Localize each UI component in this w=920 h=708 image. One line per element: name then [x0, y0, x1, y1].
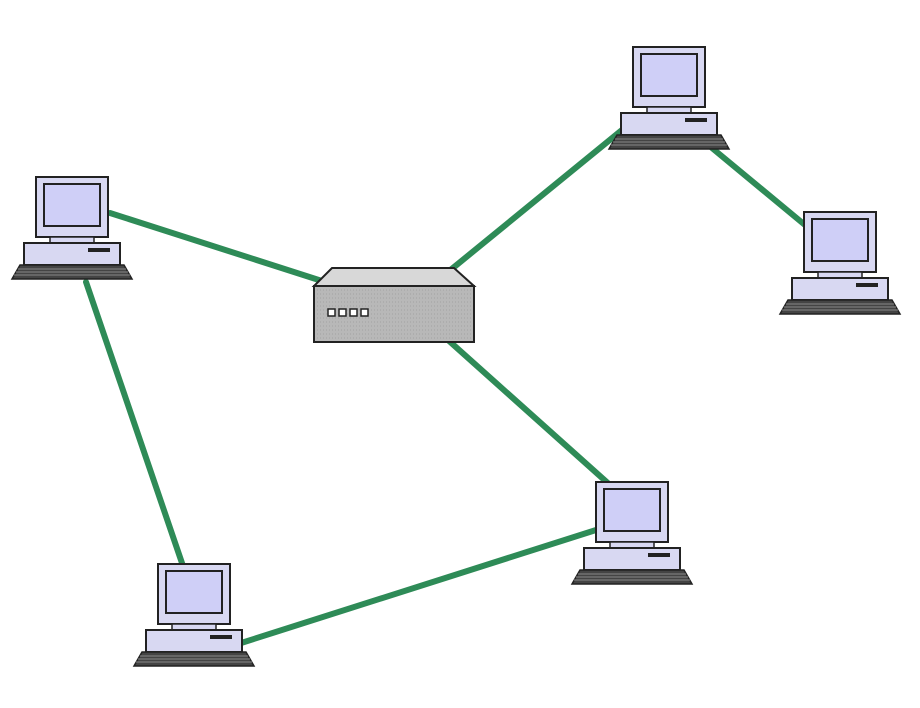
system-unit: [791, 277, 889, 301]
hub-port-light: [349, 308, 358, 317]
nodes-layer: [10, 46, 902, 667]
drive-slot: [210, 635, 232, 639]
monitor-screen: [165, 570, 223, 614]
link-computer-bottom-right-to-computer-bottom-left: [235, 527, 599, 647]
computer-icon-bottom-left: [132, 563, 256, 667]
monitor-screen: [640, 53, 698, 97]
hub-port-light: [327, 308, 336, 317]
monitor-screen: [811, 218, 869, 262]
drive-slot: [648, 553, 670, 557]
drive-slot: [856, 283, 878, 287]
links-layer: [83, 127, 808, 647]
system-unit: [23, 242, 121, 266]
drive-slot: [685, 118, 707, 122]
hub-top: [311, 267, 477, 287]
system-unit: [583, 547, 681, 571]
computer-icon-top-right: [607, 46, 731, 150]
link-hub-to-computer-bottom-right: [445, 337, 613, 488]
link-computer-left-to-hub: [107, 210, 325, 284]
system-unit: [145, 629, 243, 653]
monitor-screen: [43, 183, 101, 227]
drive-slot: [88, 248, 110, 252]
link-hub-to-computer-top-right: [445, 127, 625, 275]
link-computer-bottom-left-to-computer-left: [83, 279, 186, 569]
system-unit: [620, 112, 718, 136]
hub-port-light: [338, 308, 347, 317]
computer-icon-left: [10, 176, 134, 280]
network-hub-icon: [311, 267, 477, 343]
computer-icon-right: [778, 211, 902, 315]
link-computer-top-right-to-computer-right: [709, 145, 808, 228]
hub-port-light: [360, 308, 369, 317]
computer-icon-bottom-right: [570, 481, 694, 585]
monitor-screen: [603, 488, 661, 532]
